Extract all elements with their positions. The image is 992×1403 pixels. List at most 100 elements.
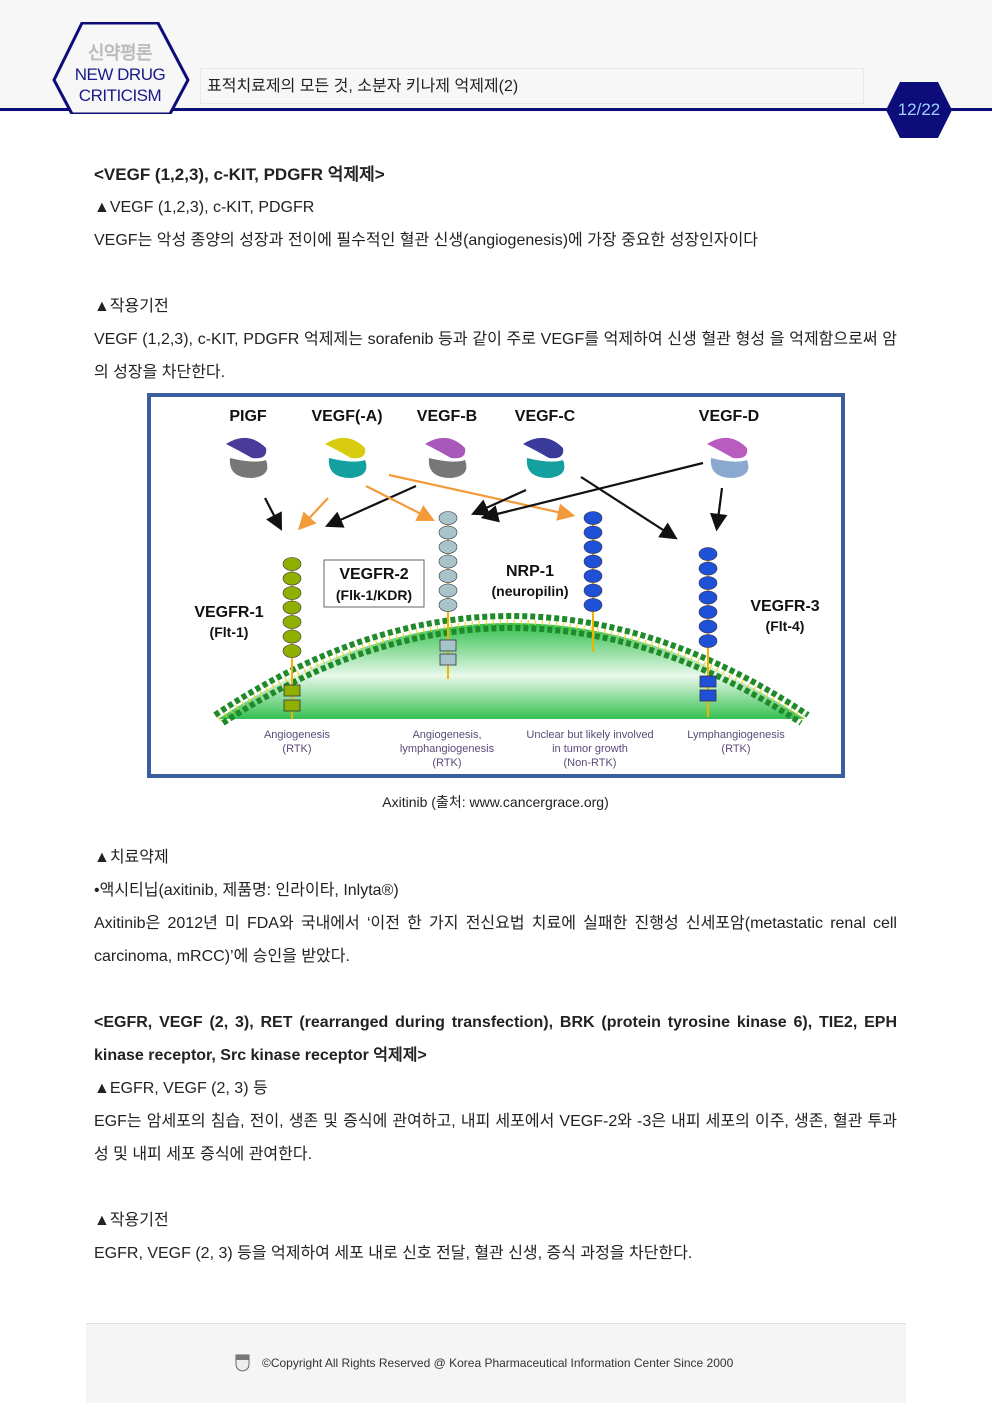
- paragraph-line: renal cell carcinoma, mRCC)’에 승인을 받았다.: [94, 915, 897, 965]
- subheading: ▲EGFR, VEGF (2, 3) 등: [94, 1080, 268, 1097]
- vegfr3-domain: [698, 634, 718, 648]
- vegfr2-kinase-domain: [439, 653, 457, 666]
- function-label: (Non-RTK): [564, 757, 617, 769]
- receptors: [282, 511, 718, 719]
- document-title: 표적치료제의 모든 것, 소분자 키나제 억제제(2): [200, 68, 864, 104]
- paragraph: EGF는 암세포의 침습, 전이, 생존 및 증식에 관여하고, 내피 세포에서…: [94, 1105, 897, 1171]
- header-divider: [0, 108, 992, 111]
- vegfr2-domain: [438, 569, 458, 583]
- vegfr1-kinase-domain: [283, 684, 301, 697]
- subheading: ▲작용기전: [94, 298, 169, 315]
- function-labels: Angiogenesis (RTK) Angiogenesis, lymphan…: [264, 729, 785, 769]
- subheading: ▲작용기전: [94, 1212, 169, 1229]
- vegfr1-domain: [282, 600, 302, 615]
- vegfr2-sub: (Flk-1/KDR): [336, 587, 412, 603]
- spacer: [94, 973, 897, 1006]
- nrp1-sub: (neuropilin): [492, 583, 569, 599]
- ligand-pigf: PIGF: [229, 408, 267, 425]
- vegfr3-domain: [698, 619, 718, 634]
- vegfr2-domain: [438, 540, 458, 554]
- ligand-vegf-c: VEGF-C: [515, 408, 576, 425]
- vegfr2-kinase-domain: [439, 639, 457, 652]
- logo-en-line2: CRITICISM: [78, 86, 162, 105]
- vegfr1-domain: [282, 629, 302, 644]
- nrp1-domain: [583, 583, 603, 598]
- paragraph-line: VEGF (1,2,3), c-KIT, PDGFR 억제제는 sorafeni…: [94, 331, 766, 348]
- paragraph: Axitinib은 2012년 미 FDA와 국내에서 ‘이전 한 가지 전신요…: [94, 907, 897, 973]
- nrp1-domain: [583, 511, 603, 525]
- nrp1-domain: [583, 540, 603, 554]
- paragraph-line: EGF는 암세포의 침습, 전이, 생존 및 증식에 관여하고, 내피 세포에서…: [94, 1113, 750, 1130]
- spacer: [94, 1171, 897, 1204]
- vegfr3-domain: [698, 547, 718, 561]
- footer: [86, 1323, 906, 1403]
- vegfr2-domain: [438, 511, 458, 525]
- logo-badge: [52, 22, 190, 114]
- function-label: in tumor growth: [552, 743, 628, 755]
- vegfr2-domain: [438, 583, 458, 598]
- document-body: <VEGF (1,2,3), c-KIT, PDGFR 억제제> ▲VEGF (…: [94, 158, 897, 1270]
- function-label: Angiogenesis: [264, 729, 331, 741]
- vegfr2-label: VEGFR-2: [339, 566, 408, 583]
- figure-diagram: PIGF VEGF(-A) VEGF-B VEGF-C VEGF-D VEGFR…: [194, 408, 819, 769]
- function-label: lymphangiogenesis: [400, 743, 495, 755]
- vegfr1-kinase-domain: [283, 699, 301, 712]
- vegfr1-domain: [282, 557, 302, 571]
- nrp1-domain: [583, 598, 603, 612]
- subheading: ▲VEGF (1,2,3), c-KIT, PDGFR: [94, 199, 315, 216]
- subheading: ▲치료약제: [94, 849, 169, 866]
- function-label: Angiogenesis,: [412, 729, 481, 741]
- function-label: (RTK): [432, 757, 461, 769]
- ligand-vegf-d: VEGF-D: [699, 408, 759, 425]
- heading-line: TIE2, EPH kinase receptor, Src kinase re…: [94, 1014, 898, 1064]
- heading-line: <EGFR, VEGF (2, 3), RET (rearranged duri…: [94, 1014, 813, 1031]
- page-badge: [886, 82, 952, 138]
- paragraph-line: 이주, 생존, 혈관 투과성 및 내피 세포 증식에 관여한다.: [94, 1113, 897, 1163]
- function-label: (RTK): [721, 743, 750, 755]
- paragraph-line: Axitinib은 2012년 미 FDA와 국내에서 ‘이전 한 가지 전신요…: [94, 915, 823, 932]
- spacer: [94, 257, 897, 290]
- vegfr2-domain: [438, 598, 458, 612]
- vegfr3-domain: [698, 576, 718, 590]
- function-label: (RTK): [282, 743, 311, 755]
- page-number: 12/22: [897, 100, 941, 119]
- vegf-receptor-figure: PIGF VEGF(-A) VEGF-B VEGF-C VEGF-D VEGFR…: [147, 393, 845, 778]
- binding-arrows: [264, 461, 728, 540]
- vegfr1-domain: [282, 644, 302, 658]
- ligands: [226, 437, 749, 478]
- section-heading: <VEGF (1,2,3), c-KIT, PDGFR 억제제>: [94, 165, 385, 184]
- nrp1-domain: [583, 525, 603, 540]
- vegfr3-domain: [698, 590, 718, 605]
- nrp1-label: NRP-1: [506, 563, 554, 580]
- function-label: Lymphangiogenesis: [687, 729, 785, 741]
- cell-membrane: [218, 623, 805, 719]
- paragraph: VEGF는 악성 종양의 성장과 전이에 필수적인 혈관 신생(angiogen…: [94, 232, 759, 249]
- vegfr3-sub: (Flt-4): [766, 618, 805, 634]
- bullet-item: •액시티닙(axitinib, 제품명: 인라이타, Inlyta®): [94, 882, 399, 899]
- paragraph: VEGF (1,2,3), c-KIT, PDGFR 억제제는 sorafeni…: [94, 323, 897, 389]
- vegfr3-kinase-domain: [699, 675, 717, 688]
- vegfr1-domain: [282, 586, 302, 600]
- shield-logo-icon: [235, 1354, 250, 1372]
- figure-caption: Axitinib (출처: www.cancergrace.org): [382, 794, 609, 810]
- figure-labels: PIGF VEGF(-A) VEGF-B VEGF-C VEGF-D VEGFR…: [194, 408, 819, 640]
- vegfr3-domain: [698, 561, 718, 576]
- ligand-vegf-a: VEGF(-A): [311, 408, 382, 425]
- function-label: Unclear but likely involved: [526, 729, 653, 741]
- logo-en-line1: NEW DRUG: [74, 65, 166, 84]
- vegfr3-label: VEGFR-3: [750, 598, 819, 615]
- logo-korean: 신약평론: [87, 43, 153, 63]
- ligand-vegf-b: VEGF-B: [417, 408, 477, 425]
- paragraph-line: 을 억제함으로써 암의 성장을 차단한다.: [94, 331, 898, 381]
- vegfr1-domain: [282, 615, 302, 629]
- nrp1-domain: [583, 554, 603, 569]
- vegfr1-label: VEGFR-1: [194, 604, 263, 621]
- paragraph: EGFR, VEGF (2, 3) 등을 억제하여 세포 내로 신호 전달, 혈…: [94, 1245, 693, 1262]
- vegfr1-domain: [282, 571, 302, 586]
- vegfr2-domain: [438, 554, 458, 569]
- vegfr3-kinase-domain: [699, 689, 717, 702]
- section-heading: <EGFR, VEGF (2, 3), RET (rearranged duri…: [94, 1006, 897, 1072]
- vegfr1-sub: (Flt-1): [210, 624, 249, 640]
- vegfr3-domain: [698, 605, 718, 619]
- copyright-text: ©Copyright All Rights Reserved @ Korea P…: [262, 1356, 734, 1370]
